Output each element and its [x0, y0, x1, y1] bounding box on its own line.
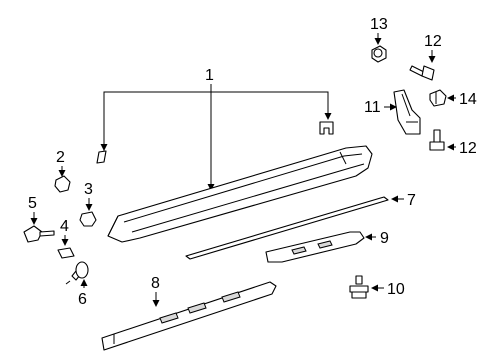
- grommet-3: [79, 211, 97, 227]
- callout-5-label: 5: [28, 195, 37, 212]
- callout-1: 1: [100, 67, 332, 191]
- bolt-12-top: [409, 65, 435, 81]
- callout-10: 10: [371, 281, 405, 298]
- rocker-panel: [107, 145, 373, 243]
- callout-9: 9: [365, 230, 389, 247]
- callout-12-top-label: 12: [424, 33, 442, 50]
- screw-6: [65, 261, 89, 285]
- callout-14-label: 14: [459, 91, 477, 108]
- bracket-8: [101, 281, 277, 351]
- molding-7: [185, 196, 389, 260]
- callout-11-label: 11: [364, 99, 381, 116]
- trim-9: [265, 231, 365, 263]
- callout-9-label: 9: [380, 230, 389, 247]
- callout-11: 11: [364, 99, 397, 116]
- callout-14: 14: [447, 91, 477, 108]
- callout-8-label: 8: [151, 275, 160, 292]
- nut-13: [371, 45, 387, 63]
- callout-13-label: 13: [370, 16, 388, 33]
- callout-3-label: 3: [84, 181, 93, 198]
- callout-8: 8: [151, 275, 160, 307]
- bolt-12-lower: [429, 129, 445, 151]
- callout-7-label: 7: [407, 192, 416, 209]
- callout-3: 3: [84, 181, 93, 211]
- clip-small-left: [96, 150, 107, 164]
- callout-2-label: 2: [56, 149, 65, 166]
- callout-5: 5: [28, 195, 38, 225]
- callout-10-label: 10: [387, 281, 405, 298]
- callout-13: 13: [370, 16, 388, 45]
- callout-6-label: 6: [78, 291, 87, 308]
- push-clip-2: [54, 175, 71, 193]
- clip-14: [429, 89, 447, 107]
- callout-7: 7: [391, 192, 416, 209]
- callout-4: 4: [60, 218, 69, 246]
- callout-2: 2: [56, 149, 66, 177]
- callout-12-lower-label: 12: [459, 140, 477, 157]
- callout-12-top: 12: [424, 33, 442, 63]
- retainer-4: [57, 247, 75, 259]
- bracket-11: [393, 89, 421, 135]
- clip-small-right: [319, 121, 334, 135]
- clip-5: [23, 225, 55, 243]
- callout-1-label: 1: [205, 67, 214, 84]
- callout-6: 6: [78, 279, 88, 308]
- bolt-10: [349, 275, 369, 299]
- callout-12-lower: 12: [447, 140, 477, 157]
- callout-4-label: 4: [60, 218, 69, 235]
